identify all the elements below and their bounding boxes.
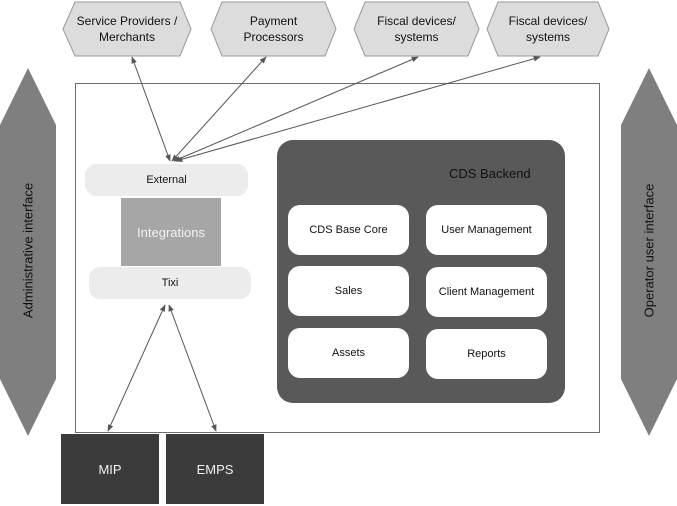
arrow-tixi-mip: [107, 304, 166, 432]
operator-interface-arrow: [621, 68, 677, 436]
module-cds-base-core: CDS Base Core: [288, 205, 409, 255]
cds-backend-title: CDS Backend: [449, 166, 531, 181]
hexagon-payment-processors: [210, 1, 337, 57]
module-user-management: User Management: [426, 205, 547, 255]
arrow-tixi-emps: [168, 304, 217, 432]
module-client-management: Client Management: [426, 267, 547, 317]
hexagon-fiscal-devices-1: [353, 1, 480, 57]
mip-system-box: MIP: [61, 434, 159, 504]
emps-system-box: EMPS: [166, 434, 264, 504]
service-providers-label: Service Providers / Merchants: [76, 14, 178, 44]
tixi-connector: Tixi: [89, 267, 251, 299]
fiscal-devices-label-2: Fiscal devices/ systems: [508, 14, 588, 44]
payment-processors-label: Payment Processors: [243, 14, 304, 44]
hexagon-service-providers: [62, 1, 192, 57]
arrow-fiscal-devices-2-external: [175, 56, 541, 162]
external-connector: External: [85, 164, 248, 196]
administrative-interface-arrow: [0, 68, 56, 436]
fiscal-devices-label-1: Fiscal devices/ systems: [377, 14, 456, 44]
arrow-service-providers-external: [131, 56, 171, 162]
hexagon-fiscal-devices-2: [486, 1, 610, 57]
arrow-payment-processors-external: [171, 56, 267, 162]
integrations-block: Integrations: [121, 198, 221, 266]
module-assets: Assets: [288, 328, 409, 378]
module-reports: Reports: [426, 329, 547, 379]
arrow-fiscal-devices-1-external: [173, 56, 419, 162]
module-sales: Sales: [288, 266, 409, 316]
